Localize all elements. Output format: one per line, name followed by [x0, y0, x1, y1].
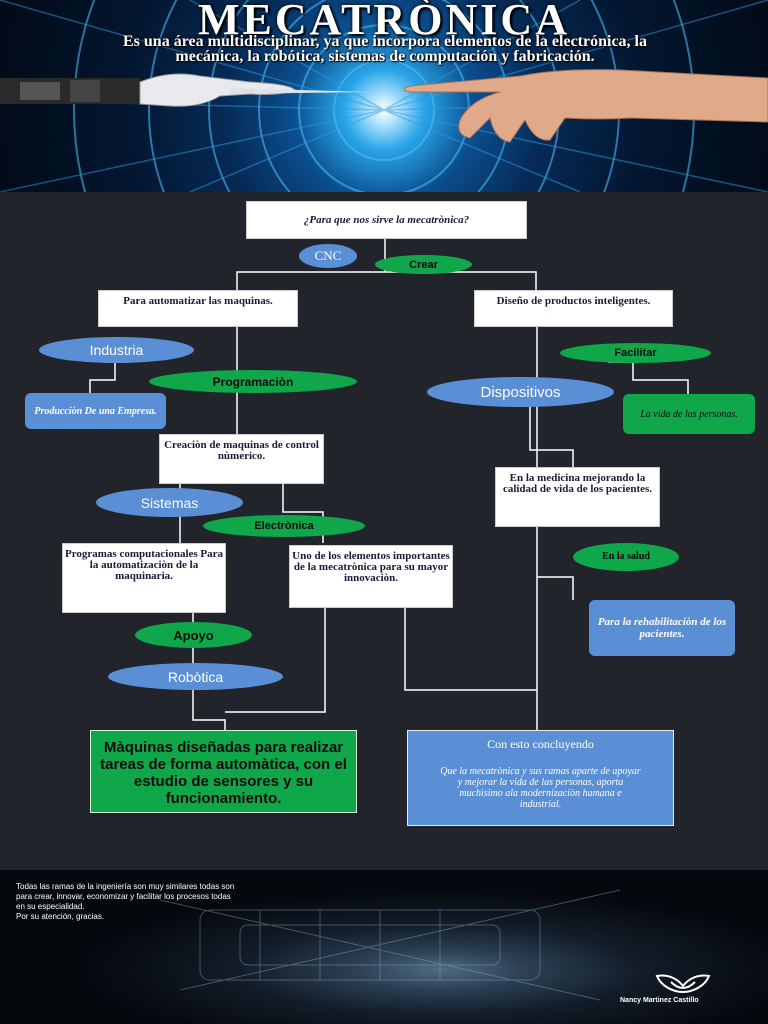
electronica-oval: Electrònica	[203, 515, 365, 537]
page-subtitle: Es una área multidisciplinar, ya que inc…	[123, 33, 647, 65]
page-title: MECATRÒNICA	[198, 0, 570, 44]
programacion-oval: Programaciòn	[149, 370, 357, 393]
programas-box: Programas computacionales Para la automa…	[62, 543, 226, 613]
medicina-box: En la medicina mejorando la calidad de v…	[495, 467, 660, 527]
author-logo-icon	[655, 974, 711, 994]
human-hand-icon	[403, 69, 768, 143]
industria-oval: Industria	[39, 337, 194, 363]
dispositivos-oval: Dispositivos	[427, 377, 614, 407]
conclusion-box: Con esto concluyendo Que la mecatrònica …	[407, 730, 674, 826]
creacion-box: Creaciòn de maquinas de control nùmerico…	[159, 434, 324, 484]
diseno-box: Diseño de productos inteligentes.	[474, 290, 673, 327]
automatizar-box: Para automatizar las maquinas.	[98, 290, 298, 327]
salud-oval: En la salud	[573, 543, 679, 571]
maquinas-box: Màquinas diseñadas para realizar tareas …	[90, 730, 357, 813]
robot-hand-icon	[0, 73, 370, 107]
conclusion-body: Que la mecatrònica y sus ramas aparte de…	[440, 766, 641, 810]
uno-box: Uno de los elementos importantes de la m…	[289, 545, 453, 608]
question-box: ¿Para que nos sirve la mecatrònica?	[246, 201, 527, 239]
header-banner: MECATRÒNICA Es una área multidisciplinar…	[0, 0, 768, 192]
footer-banner: Todas las ramas de la ingeniería son muy…	[0, 870, 768, 1024]
rehabilitacion-box: Para la rehabilitaciòn de los pacientes.	[589, 600, 735, 656]
cnc-oval: CNC	[299, 244, 357, 268]
produccion-box: Producciòn De una Empresa.	[25, 393, 166, 429]
vida-box: La vida de las personas.	[623, 394, 755, 434]
conclusion-title: Con esto concluyendo	[487, 737, 594, 751]
circuit-tunnel-image	[0, 0, 768, 192]
robotica-oval: Robòtica	[108, 663, 283, 690]
circuit-board-image	[159, 889, 621, 1001]
apoyo-oval: Apoyo	[135, 622, 252, 648]
footer-text: Todas las ramas de la ingeniería son muy…	[16, 882, 235, 921]
author-name: Nancy Martinez Castillo	[620, 997, 699, 1004]
facilitar-oval: Facilitar	[560, 343, 711, 363]
sistemas-oval: Sistemas	[96, 488, 243, 517]
crear-oval: Crear	[375, 255, 472, 274]
